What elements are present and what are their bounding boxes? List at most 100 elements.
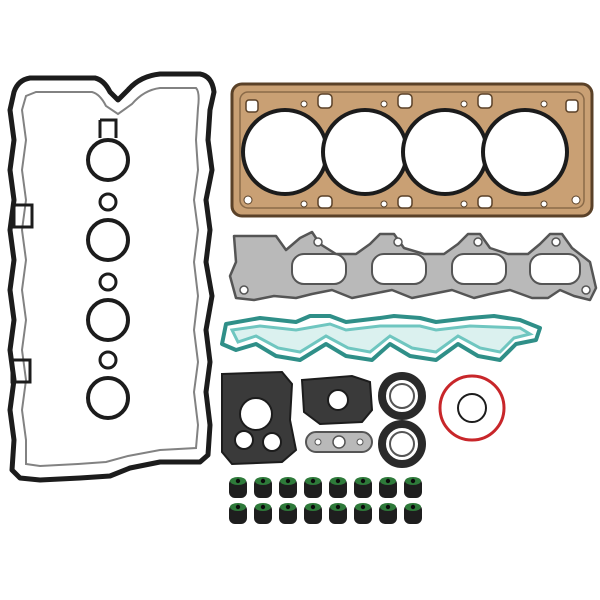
- valve-stem-seal: [254, 477, 272, 498]
- water-port: [245, 99, 259, 113]
- o-rings: [438, 374, 506, 442]
- valve-stem-seal: [379, 503, 397, 524]
- cam-seal-2: [378, 420, 426, 468]
- head-bolt-holes: [243, 100, 581, 208]
- valve-stem-seal: [279, 477, 297, 498]
- valve-stem-seal-hole: [335, 504, 341, 510]
- valve-stem-seal-hole: [285, 478, 291, 484]
- plug-seal-4: [86, 376, 130, 420]
- valve-cover-tab-upper: [12, 203, 34, 229]
- valve-cover-tab-lower: [10, 358, 32, 384]
- cylinder-bore-4: [481, 108, 569, 196]
- water-port: [477, 195, 493, 209]
- valve-cover-gasket: [7, 71, 217, 483]
- water-port: [477, 93, 493, 109]
- bolt-hole: [239, 285, 249, 295]
- head-gasket-bead: [239, 91, 585, 209]
- spark-plug-tube-seals: [86, 118, 130, 420]
- head-gasket-bores: [241, 108, 569, 196]
- egr-port: [327, 389, 349, 411]
- plug-seal-small-3: [98, 350, 118, 370]
- valve-stem-seal-hole: [310, 504, 316, 510]
- water-port: [397, 195, 413, 209]
- valve-stem-seal: [354, 477, 372, 498]
- valve-stem-seal-hole: [335, 478, 341, 484]
- bolt-hole: [540, 200, 548, 208]
- water-port: [397, 93, 413, 109]
- flange-hole-left: [314, 438, 322, 446]
- bolt-hole: [300, 200, 308, 208]
- throttle-port-c: [262, 432, 282, 452]
- valve-stem-seal-hole: [410, 504, 416, 510]
- water-port: [317, 93, 333, 109]
- valve-stem-seal: [329, 477, 347, 498]
- exhaust-manifold-gasket: [228, 230, 598, 302]
- valve-stem-seal-hole: [235, 504, 241, 510]
- intake-gasket-inner: [229, 322, 534, 354]
- water-port: [565, 99, 579, 113]
- o-ring-small-black: [457, 393, 487, 423]
- valve-stem-seal: [279, 503, 297, 524]
- valve-stem-seal: [229, 503, 247, 524]
- bolt-hole: [581, 285, 591, 295]
- valve-cover-outer-loop: [7, 71, 217, 483]
- cam-seal-1: [378, 372, 426, 420]
- bolt-hole: [300, 100, 308, 108]
- valve-stem-seal: [354, 503, 372, 524]
- egr-valve-gasket: [300, 374, 374, 426]
- bolt-hole: [540, 100, 548, 108]
- valve-stem-seal: [404, 503, 422, 524]
- valve-stem-seal: [379, 477, 397, 498]
- cylinder-bore-3: [401, 108, 489, 196]
- valve-stem-seal: [254, 503, 272, 524]
- exhaust-port-2: [371, 253, 427, 285]
- exhaust-ports: [291, 253, 581, 285]
- valve-stem-seal: [304, 477, 322, 498]
- valve-stem-seal-hole: [310, 478, 316, 484]
- valve-stem-seal: [404, 477, 422, 498]
- intake-gasket-outline: [220, 314, 542, 362]
- throttle-port-b: [234, 430, 254, 450]
- bolt-hole: [243, 195, 253, 205]
- exhaust-port-1: [291, 253, 347, 285]
- valve-stem-seal-hole: [385, 478, 391, 484]
- plug-seal-small-1: [98, 192, 118, 212]
- valve-stem-seal-hole: [360, 504, 366, 510]
- water-port: [317, 195, 333, 209]
- intake-manifold-gasket: [220, 314, 542, 362]
- plug-seal-small-2: [98, 272, 118, 292]
- exhaust-port-3: [451, 253, 507, 285]
- valve-stem-seal-hole: [235, 478, 241, 484]
- bolt-hole: [380, 100, 388, 108]
- valve-stem-seal: [329, 503, 347, 524]
- head-gasket-water-ports: [245, 93, 579, 209]
- cylinder-bore-1: [241, 108, 329, 196]
- plug-seal-3: [86, 298, 130, 342]
- cam-seal-2-lip: [389, 431, 415, 457]
- cylinder-head-gasket: [230, 82, 594, 218]
- valve-stem-seal: [229, 477, 247, 498]
- bolt-hole: [393, 237, 403, 247]
- throttle-port-a: [239, 397, 273, 431]
- bolt-hole: [551, 237, 561, 247]
- valve-stem-seal-hole: [285, 504, 291, 510]
- plug-seal-2: [86, 218, 130, 262]
- exhaust-bolt-holes: [239, 237, 591, 295]
- small-flange-gasket: [305, 431, 373, 453]
- valve-stem-seal-hole: [360, 478, 366, 484]
- cylinder-bore-2: [321, 108, 409, 196]
- valve-stem-seal-hole: [410, 478, 416, 484]
- bolt-hole: [460, 100, 468, 108]
- valve-stem-seal: [304, 503, 322, 524]
- bolt-hole: [380, 200, 388, 208]
- valve-stem-seal-hole: [260, 478, 266, 484]
- flange-hole-right: [356, 438, 364, 446]
- bolt-hole: [313, 237, 323, 247]
- valve-stem-seals: [229, 477, 422, 524]
- bolt-hole: [460, 200, 468, 208]
- bolt-hole: [473, 237, 483, 247]
- valve-cover-inner-loop: [20, 87, 200, 468]
- plug-seal-connector: [98, 118, 118, 138]
- valve-stem-seal-hole: [385, 504, 391, 510]
